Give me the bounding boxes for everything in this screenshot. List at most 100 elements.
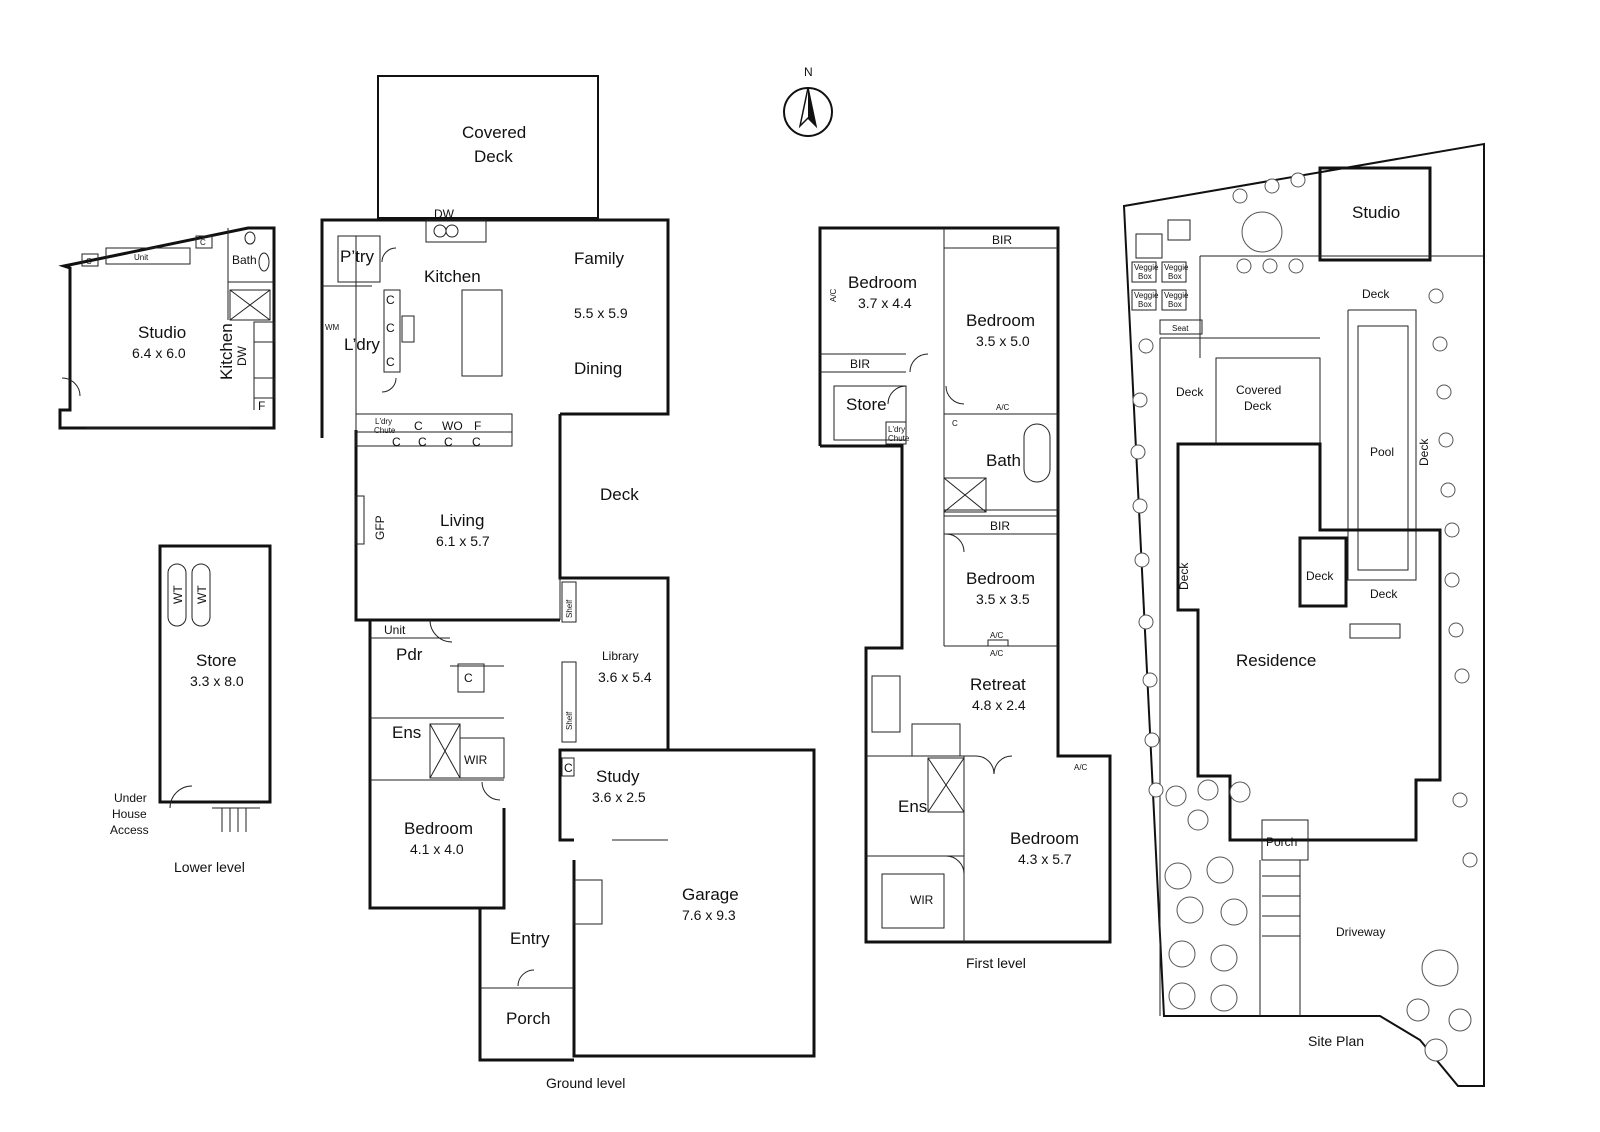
ground-bedroom-dims: 4.1 x 4.0: [410, 841, 464, 857]
ground-unit-label: Unit: [384, 623, 406, 637]
first-ensuite-label: Ens: [898, 797, 927, 816]
ground-level-caption: Ground level: [546, 1075, 625, 1091]
first-bir-label-3: BIR: [990, 519, 1010, 533]
studio-kitchen-label: Kitchen: [217, 323, 236, 380]
site-covered-deck-label-2: Deck: [1244, 399, 1272, 413]
kitchen-dw-label: DW: [434, 207, 455, 221]
family-label: Family: [574, 249, 625, 268]
study-c-label: C: [564, 761, 573, 775]
site-seat-label: Seat: [1172, 324, 1189, 333]
lower-level-plan: Studio 6.4 x 6.0 Unit C C Bath Kitchen D…: [58, 226, 276, 875]
ground-c-label-1: C: [414, 419, 423, 433]
covered-deck-label-2: Deck: [474, 147, 513, 166]
site-veggie-4a: Veggie: [1164, 291, 1189, 300]
kitchen-c-label-1: C: [386, 293, 395, 307]
first-store-label: Store: [846, 395, 887, 414]
dining-label: Dining: [574, 359, 622, 378]
studio-label: Studio: [138, 323, 186, 342]
kitchen-label: Kitchen: [424, 267, 481, 286]
site-plan-caption: Site Plan: [1308, 1033, 1364, 1049]
ground-wir-label: WIR: [464, 753, 488, 767]
retreat-dims: 4.8 x 2.4: [972, 697, 1026, 713]
studio-dw-label: DW: [235, 345, 249, 366]
site-veggie-1a: Veggie: [1134, 263, 1159, 272]
gfp-label: GFP: [373, 515, 387, 540]
living-label: Living: [440, 511, 484, 530]
powder-label: Pdr: [396, 645, 423, 664]
ground-ensuite-label: Ens: [392, 723, 421, 742]
lower-level-caption: Lower level: [174, 859, 245, 875]
studio-f-label: F: [258, 399, 265, 413]
first-ac-label-3: A/C: [990, 631, 1004, 640]
first-ac-label-5: A/C: [1074, 763, 1088, 772]
store-dims: 3.3 x 8.0: [190, 673, 244, 689]
site-plan: Studio Deck Veggie Box Veggie Box Veggie…: [1122, 142, 1485, 1087]
studio-c-label-1: C: [86, 257, 92, 266]
first-ldry-chute-label-1: L'dry: [888, 425, 905, 434]
first-wir-label: WIR: [910, 893, 934, 907]
garage-dims: 7.6 x 9.3: [682, 907, 736, 923]
study-label: Study: [596, 767, 640, 786]
first-bir-label-2: BIR: [850, 357, 870, 371]
site-veggie-3b: Box: [1138, 300, 1152, 309]
library-dims: 3.6 x 5.4: [598, 669, 652, 685]
ground-c-label-3: C: [418, 435, 427, 449]
under-house-label-1: Under: [114, 791, 147, 805]
site-deck-label-3: Deck: [1417, 438, 1431, 466]
ground-f-label: F: [474, 419, 481, 433]
first-bedroom1-dims: 3.7 x 4.4: [858, 295, 912, 311]
entry-label: Entry: [510, 929, 550, 948]
shelf-label-2: Shelf: [565, 711, 574, 730]
tree-icons: [1130, 172, 1478, 1062]
retreat-label: Retreat: [970, 675, 1026, 694]
site-deck-label-4: Deck: [1177, 562, 1191, 590]
site-veggie-4b: Box: [1168, 300, 1182, 309]
site-residence-label: Residence: [1236, 651, 1316, 670]
studio-unit-label: Unit: [134, 253, 149, 262]
site-veggie-3a: Veggie: [1134, 291, 1159, 300]
laundry-wm-label: WM: [325, 323, 340, 332]
study-dims: 3.6 x 2.5: [592, 789, 646, 805]
ground-c-label-2: C: [392, 435, 401, 449]
studio-c-label-2: C: [200, 238, 206, 247]
family-dims: 5.5 x 5.9: [574, 305, 628, 321]
first-bir-label-1: BIR: [992, 233, 1012, 247]
ground-bedroom-label: Bedroom: [404, 819, 473, 838]
ldry-chute-label-2: Chute: [374, 426, 396, 435]
pantry-label: P’try: [340, 247, 375, 266]
site-deck-label-2: Deck: [1176, 385, 1204, 399]
laundry-label: L’dry: [344, 335, 380, 354]
shelf-label-1: Shelf: [565, 599, 574, 618]
covered-deck-label-1: Covered: [462, 123, 526, 142]
ground-level-plan: Covered Deck DW P’try Kitchen Family 5.5…: [320, 75, 816, 1091]
first-c-label: C: [952, 419, 958, 428]
first-ac-label-2: A/C: [996, 403, 1010, 412]
site-driveway-label: Driveway: [1336, 925, 1385, 939]
garage-label: Garage: [682, 885, 739, 904]
site-pool-label: Pool: [1370, 445, 1394, 459]
site-porch-label: Porch: [1266, 835, 1297, 849]
first-bedroom4-dims: 4.3 x 5.7: [1018, 851, 1072, 867]
ground-deck-label: Deck: [600, 485, 639, 504]
first-bedroom4-label: Bedroom: [1010, 829, 1079, 848]
site-deck-label-6: Deck: [1370, 587, 1398, 601]
site-deck-label-5: Deck: [1306, 569, 1334, 583]
first-level-plan: Bedroom 3.7 x 4.4 A/C BIR Bedroom 3.5 x …: [818, 226, 1112, 971]
ground-c-label-5: C: [472, 435, 481, 449]
ldry-chute-label-1: L'dry: [375, 417, 392, 426]
site-deck-label-1: Deck: [1362, 287, 1390, 301]
first-bath-label: Bath: [986, 451, 1021, 470]
stair-c-label: C: [464, 671, 473, 685]
site-studio-label: Studio: [1352, 203, 1400, 222]
under-house-label-2: House: [112, 807, 147, 821]
north-compass-icon: N: [783, 65, 833, 137]
store-wt-label-2: WT: [195, 585, 209, 604]
store-wt-label-1: WT: [171, 585, 185, 604]
ground-wo-label: WO: [442, 419, 463, 433]
first-bedroom2-label: Bedroom: [966, 311, 1035, 330]
library-label: Library: [602, 649, 639, 663]
first-level-caption: First level: [966, 955, 1026, 971]
site-covered-deck-label-1: Covered: [1236, 383, 1281, 397]
first-bedroom3-dims: 3.5 x 3.5: [976, 591, 1030, 607]
